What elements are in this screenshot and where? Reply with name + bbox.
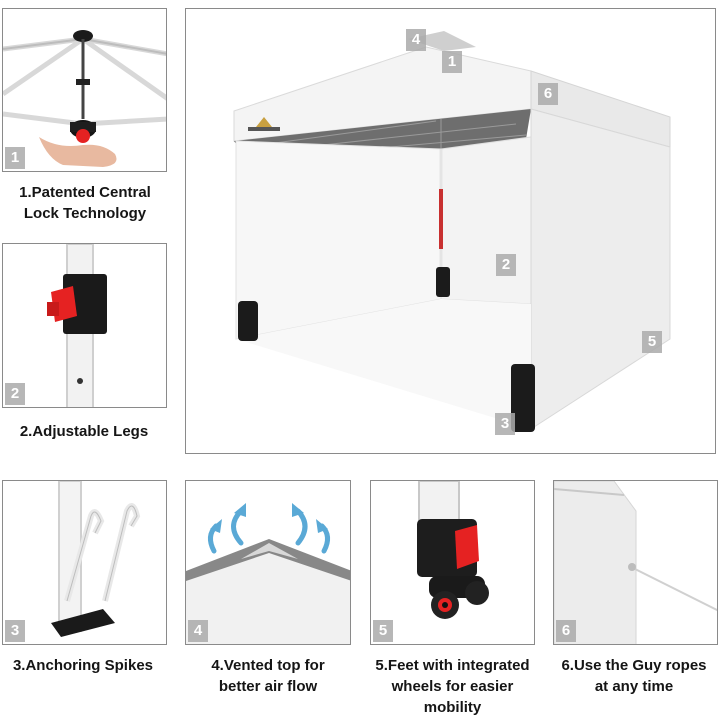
panel-wheeled-feet: 5 [370, 480, 535, 645]
caption-3: 3.Anchoring Spikes [12, 657, 154, 674]
badge-5: 5 [373, 620, 393, 642]
badge-6: 6 [556, 620, 576, 642]
caption-4: 4.Vented top for better air flow [211, 657, 325, 695]
caption-5: 5.Feet with integrated wheels for easier… [375, 657, 530, 716]
wheel-foot-icon [417, 481, 489, 619]
guy-rope-icon [554, 481, 717, 644]
main-badge-2: 2 [496, 254, 516, 276]
canopy-tent-image [233, 31, 671, 432]
badge-3: 3 [5, 620, 25, 642]
panel-central-lock: 1 [2, 8, 167, 172]
panel-adjustable-legs: 2 [2, 243, 167, 408]
hand-icon [39, 137, 117, 167]
central-lock-icon [3, 30, 166, 167]
panel-vented-top: 4 [185, 480, 351, 645]
badge-4: 4 [188, 620, 208, 642]
main-badge-5: 5 [642, 331, 662, 353]
main-tent-panel: 4 1 6 2 5 3 [185, 8, 716, 454]
caption-1: 1.Patented Central Lock Technology [19, 184, 151, 222]
panel-guy-ropes: 6 [553, 480, 718, 645]
vent-arrow-icon [186, 503, 350, 644]
caption-2: 2.Adjustable Legs [19, 423, 149, 440]
badge-1: 1 [5, 147, 25, 169]
badge-2: 2 [5, 383, 25, 405]
main-badge-4: 4 [406, 29, 426, 51]
panel-anchoring-spikes: 3 [2, 480, 167, 645]
main-badge-3: 3 [495, 413, 515, 435]
main-badge-6: 6 [538, 83, 558, 105]
main-badge-1: 1 [442, 51, 462, 73]
spike-icon [51, 481, 141, 637]
caption-6: 6.Use the Guy ropes at any time [561, 657, 707, 695]
leg-button-icon [47, 244, 107, 407]
